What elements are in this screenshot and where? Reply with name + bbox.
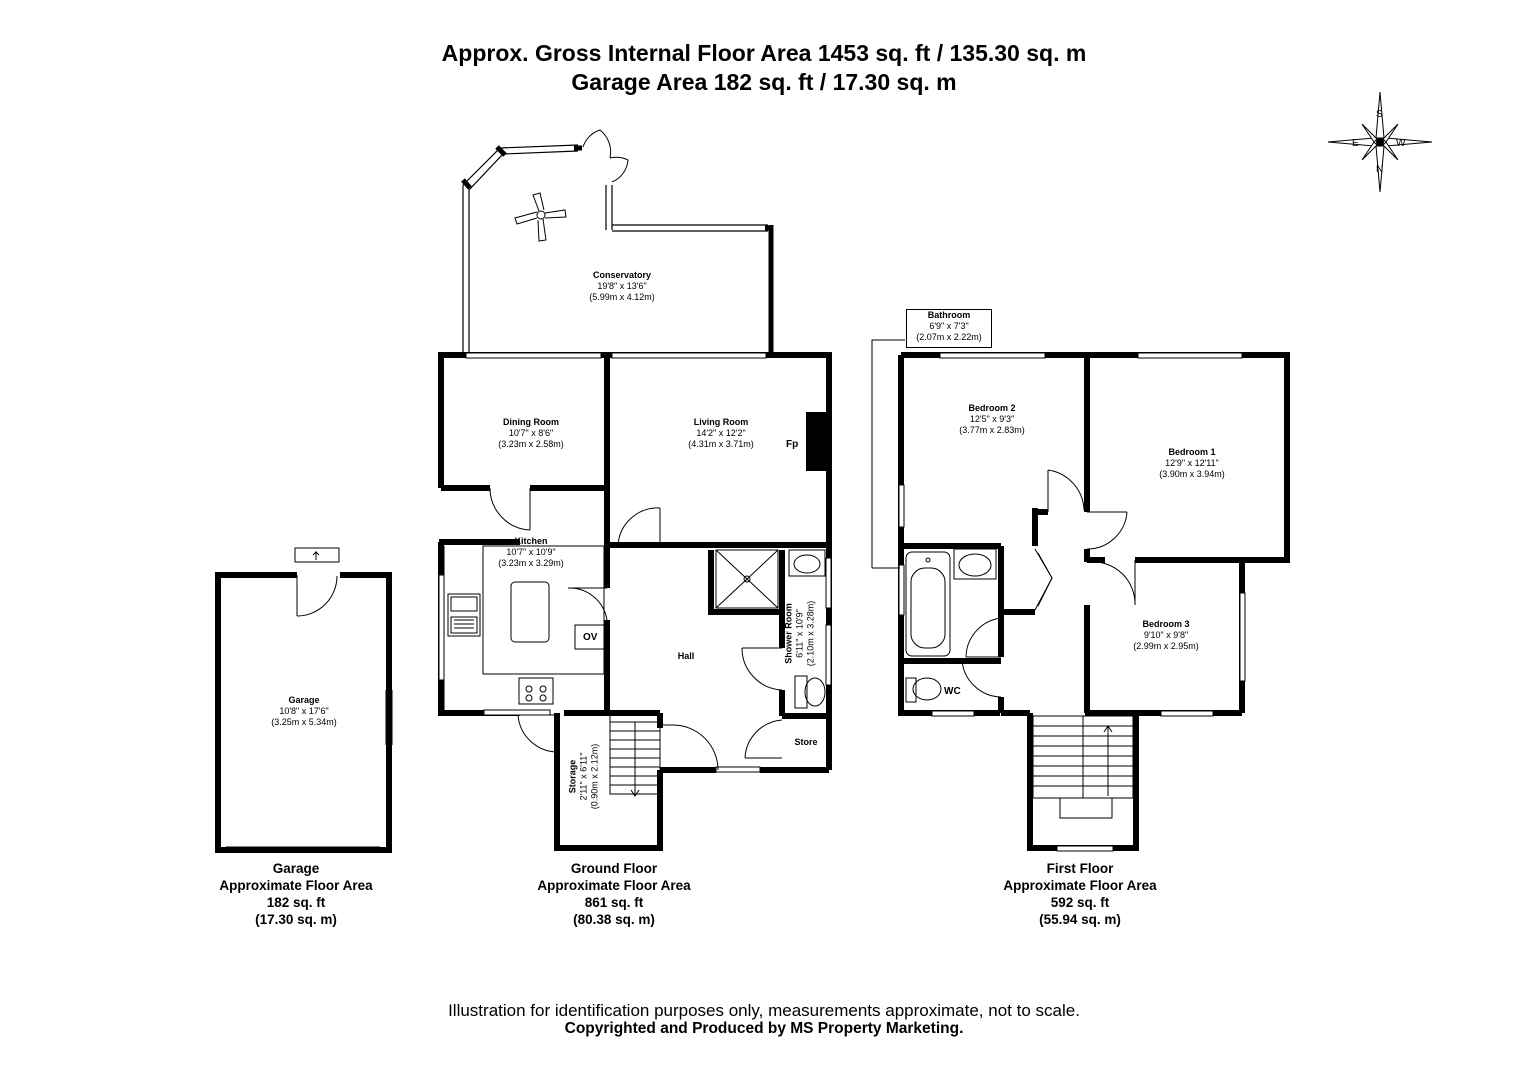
ground-floor-stairs — [609, 713, 661, 797]
first-floor-windows — [898, 352, 1246, 852]
ground-floor-windows — [438, 352, 832, 773]
compass-w-label: W — [1396, 138, 1406, 149]
title-line-1: Approx. Gross Internal Floor Area 1453 s… — [441, 40, 1087, 66]
bathroom-label-box — [906, 309, 992, 348]
wc-label: WC — [944, 686, 961, 697]
fireplace-label: Fp — [786, 439, 799, 450]
first-floor-doors — [961, 469, 1136, 698]
copyright-text: Copyrighted and Produced by MS Property … — [564, 1020, 964, 1037]
conservatory-label: Conservatory 19'8" x 13'6" (5.99m x 4.12… — [589, 270, 655, 302]
compass-e-label: E — [1352, 138, 1359, 149]
ground-floor-caption: Ground Floor Approximate Floor Area 861 … — [537, 861, 691, 927]
ceiling-fan-icon — [514, 192, 567, 242]
bedroom-1-label: Bedroom 1 12'9" x 12'11" (3.90m x 3.94m) — [1159, 447, 1225, 479]
oven-label: OV — [583, 632, 598, 643]
compass-s-label: S — [1376, 109, 1383, 120]
shower-room-label: Shower Room 6'11" x 10'9" (2.10m x 3.28m… — [783, 600, 816, 667]
hall-label: Hall — [677, 651, 695, 661]
compass-rose-icon — [1327, 91, 1433, 193]
shower-fixtures — [715, 549, 826, 709]
title-line-2: Garage Area 182 sq. ft / 17.30 sq. m — [571, 69, 957, 95]
dining-room-label: Dining Room 10'7" x 8'6" (3.23m x 2.58m) — [498, 417, 564, 449]
garage-door — [226, 547, 393, 853]
bedroom-2-label: Bedroom 2 12'5" x 9'3" (3.77m x 2.83m) — [959, 403, 1025, 435]
disclaimer-text: Illustration for identification purposes… — [448, 1001, 1080, 1020]
bathroom-label: Bathroom 6'9" x 7'3" (2.07m x 2.22m) — [916, 310, 982, 342]
compass-n-label: N — [1376, 164, 1383, 175]
kitchen-label: Kitchen 10'7" x 10'9" (3.23m x 3.29m) — [498, 536, 564, 568]
garage-walls — [215, 572, 392, 853]
garage-floor-caption: Garage Approximate Floor Area 182 sq. ft… — [219, 861, 373, 927]
store-label: Store — [794, 737, 818, 747]
kitchen-fixtures — [443, 545, 605, 710]
conservatory-doors — [582, 129, 629, 183]
ground-floor-doors — [489, 487, 783, 771]
storage-label: Storage 2'11" x 6'11" (0.90m x 2.12m) — [567, 743, 600, 810]
garage-label: Garage 10'8" x 17'6" (3.25m x 5.34m) — [271, 695, 337, 727]
first-floor-caption: First Floor Approximate Floor Area 592 s… — [1003, 861, 1157, 927]
bedroom-3-label: Bedroom 3 9'10" x 9'8" (2.99m x 2.95m) — [1133, 619, 1199, 651]
living-room-label: Living Room 14'2" x 12'2" (4.31m x 3.71m… — [688, 417, 754, 449]
conservatory-walls — [462, 144, 768, 355]
first-floor-stairs — [1032, 715, 1134, 819]
first-floor-fixtures — [871, 339, 997, 703]
